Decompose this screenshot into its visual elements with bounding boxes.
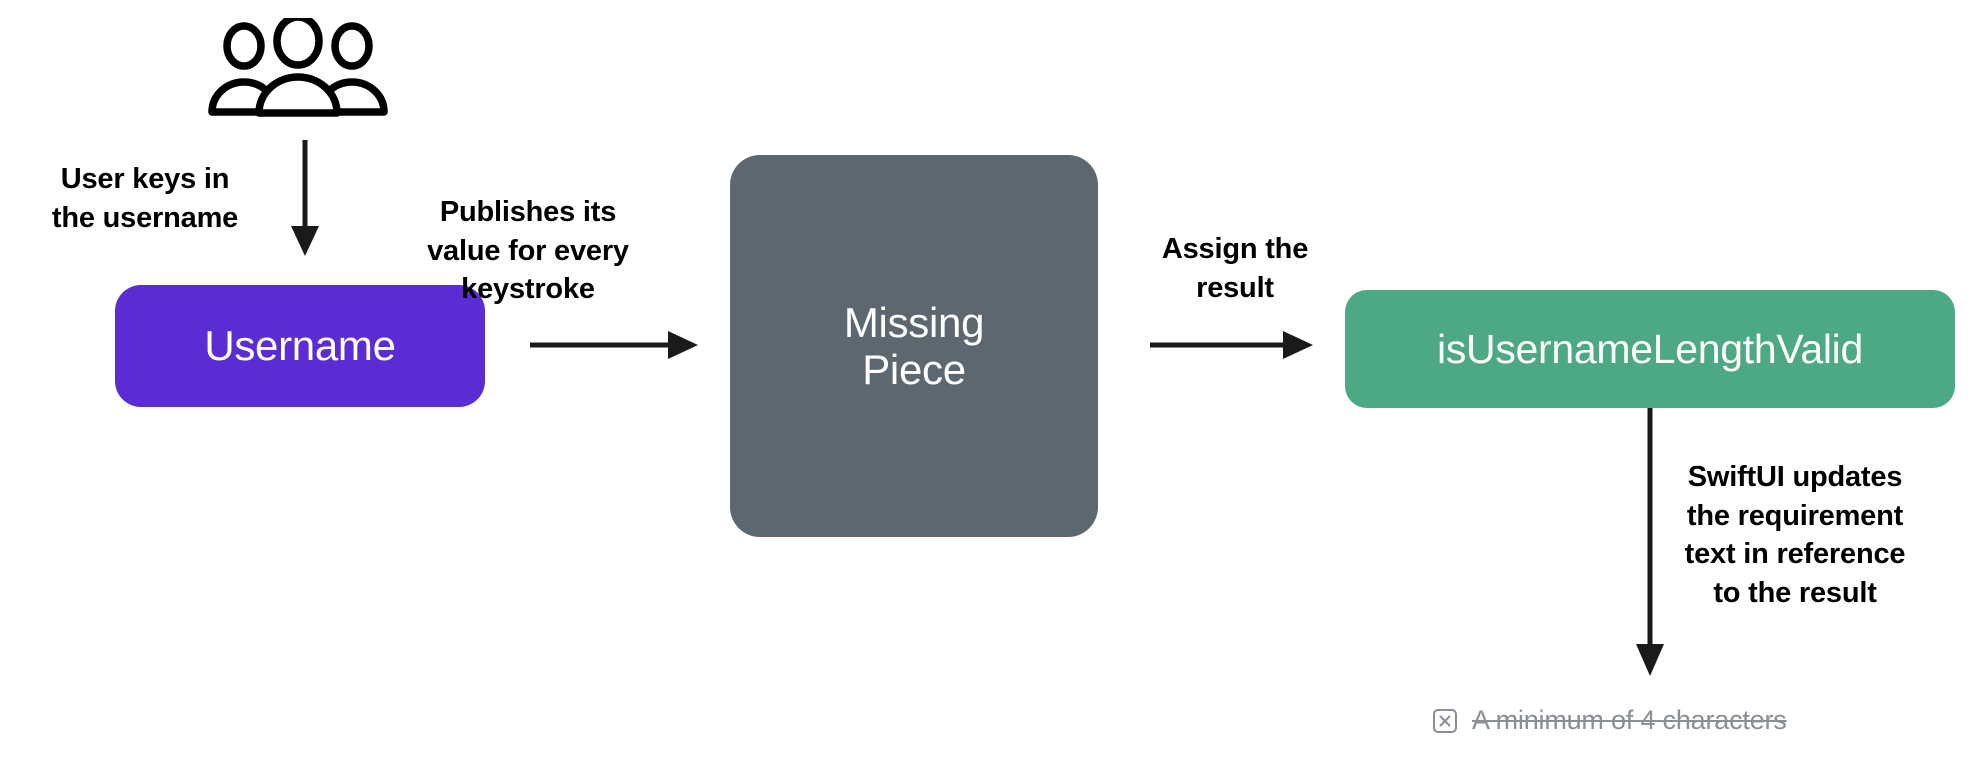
annotation-assign-result: Assign the result — [1161, 233, 1309, 304]
annotation-user-keys-in: User keys in the username — [51, 163, 239, 234]
people-group-icon — [208, 13, 388, 118]
annotation-publishes-value: Publishes its value for every keystroke — [427, 196, 629, 306]
x-square-icon — [1433, 708, 1457, 733]
arrow-missing-piece-to-is-valid — [1150, 320, 1315, 370]
node-is-username-length-valid[interactable]: isUsernameLengthValid — [1345, 290, 1955, 408]
requirement-row: A minimum of 4 characters — [1432, 705, 1787, 736]
requirement-label: A minimum of 4 characters — [1472, 705, 1787, 735]
annotation-swiftui-updates: SwiftUI updates the requirement text in … — [1684, 461, 1906, 609]
node-missing-piece[interactable]: Missing Piece — [730, 155, 1098, 537]
arrow-actor-to-username — [270, 140, 340, 258]
node-username[interactable]: Username — [115, 285, 485, 407]
arrow-username-to-missing-piece — [530, 320, 700, 370]
